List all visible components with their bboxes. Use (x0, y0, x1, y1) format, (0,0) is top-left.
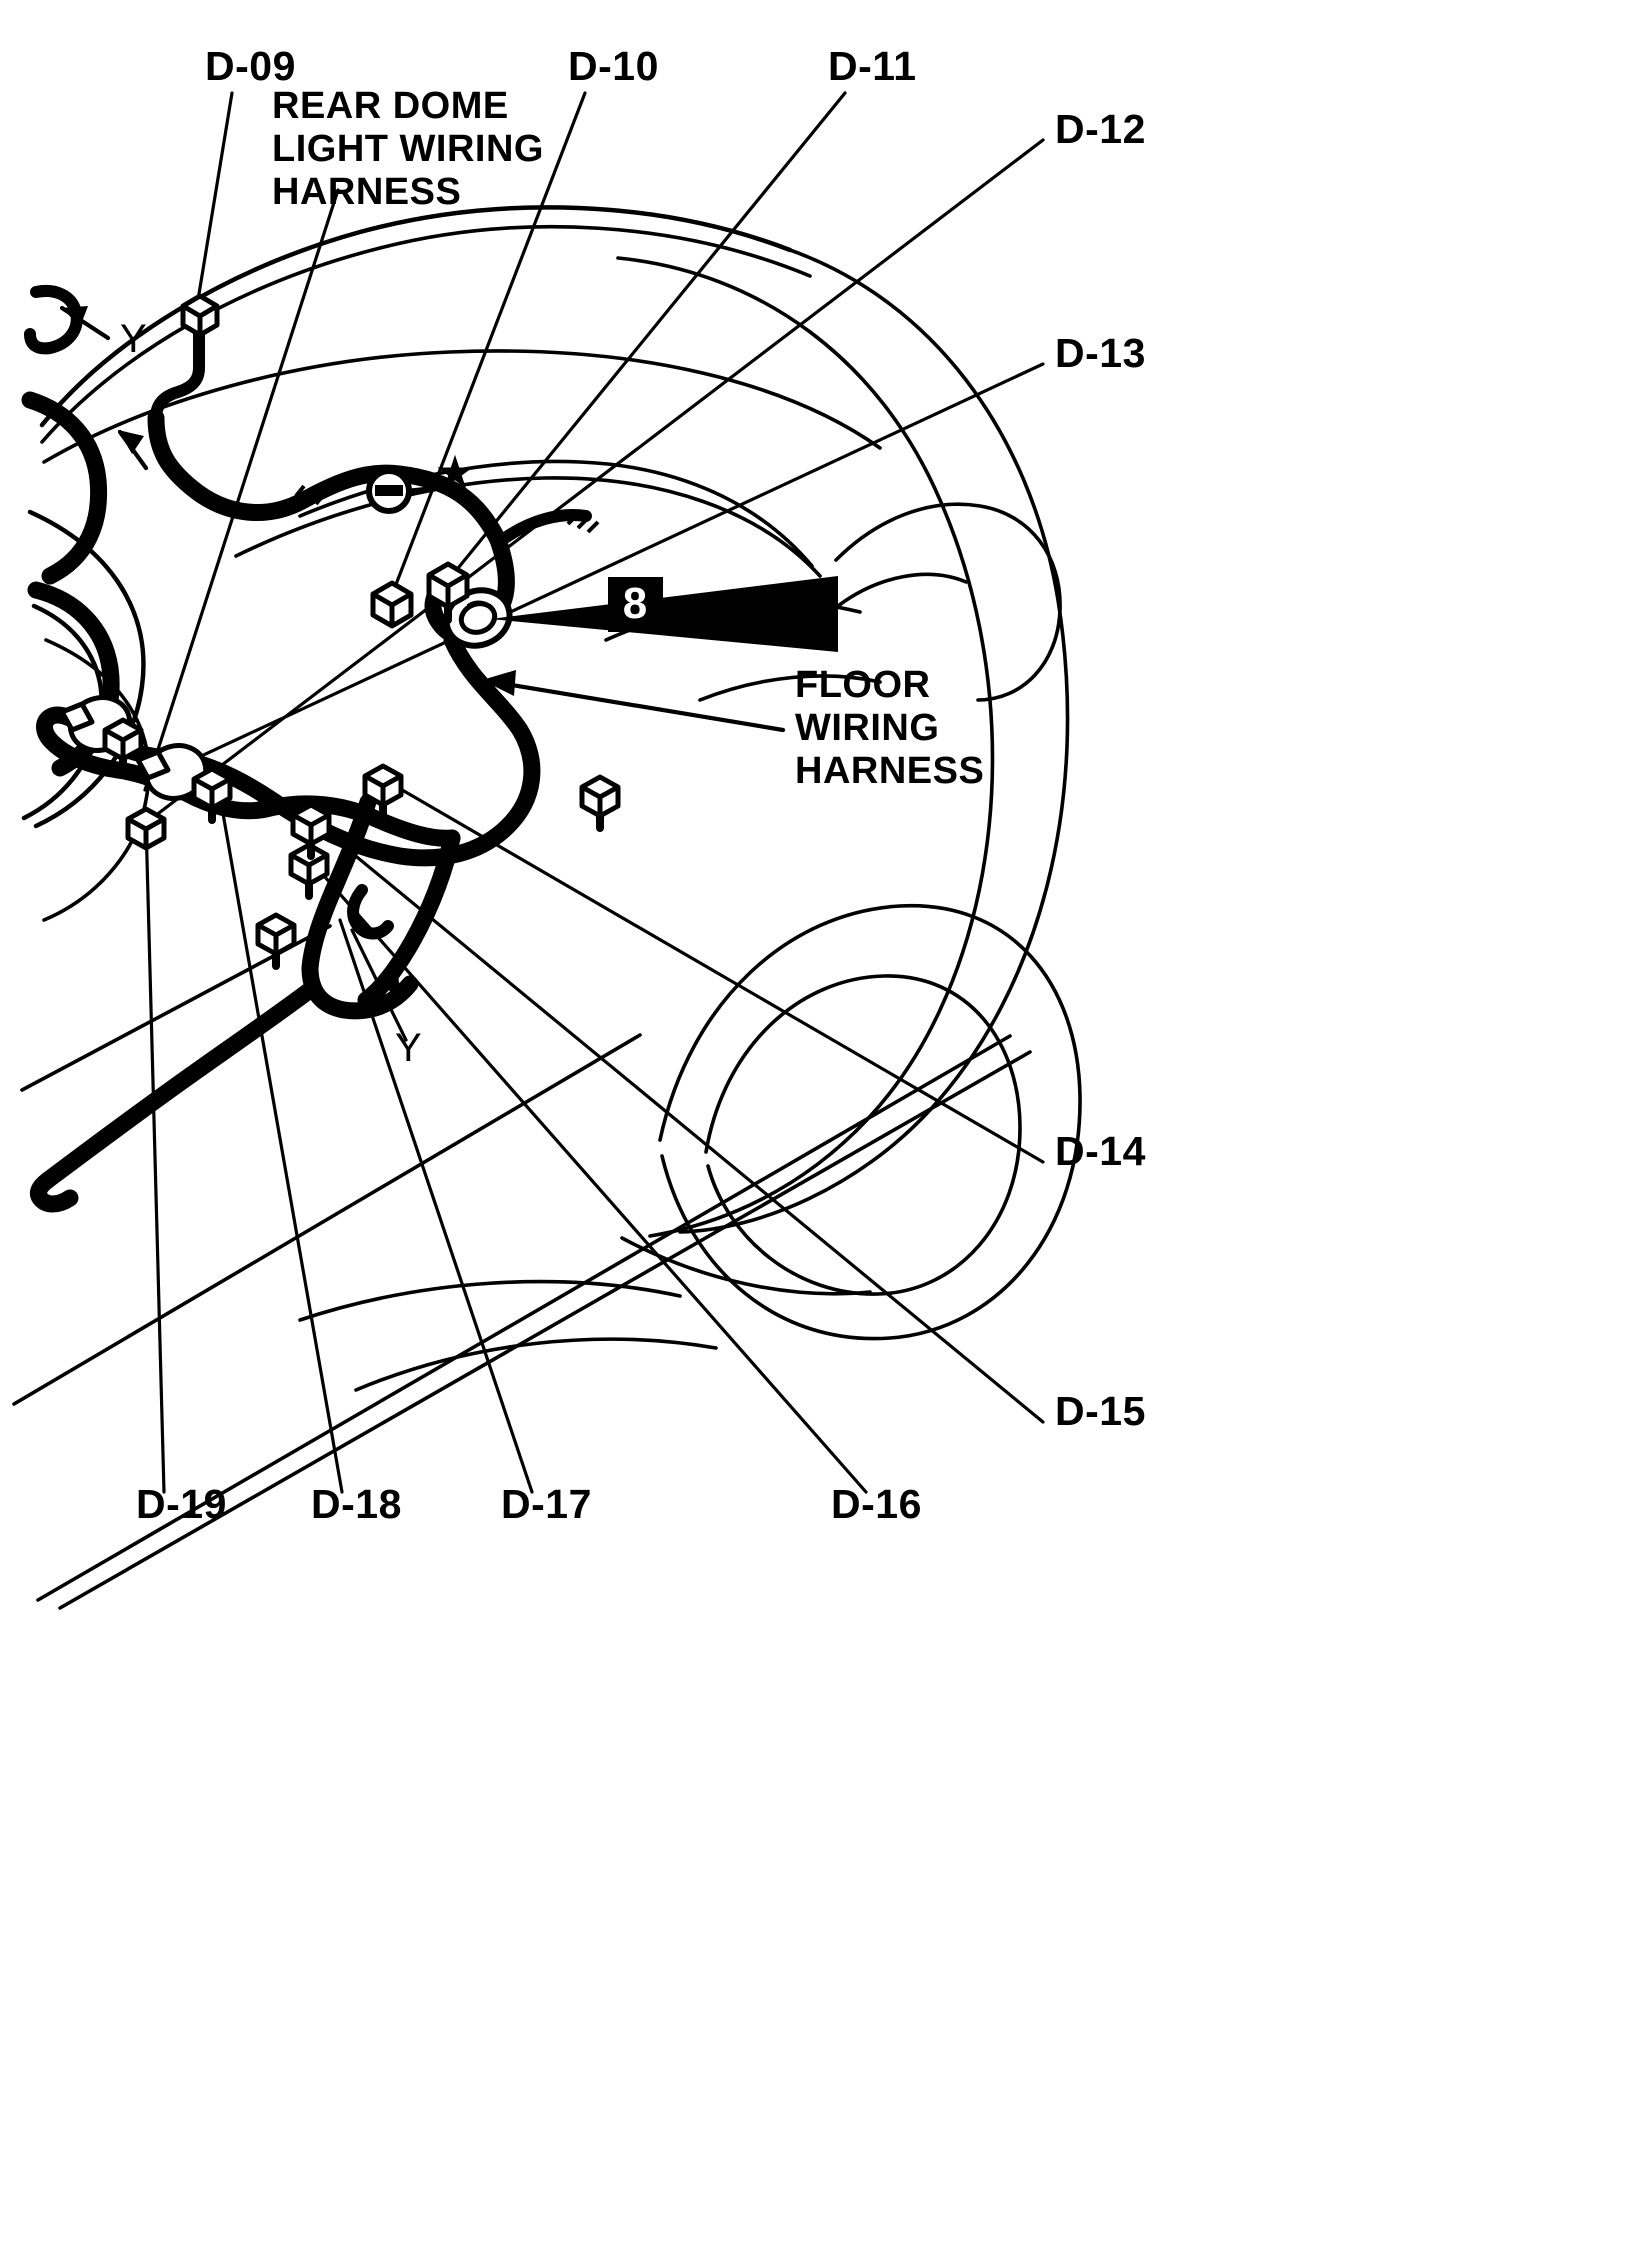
label-floor-harness-line1: FLOOR (795, 664, 930, 706)
callout-8-number: 8 (623, 579, 647, 628)
arrowhead-y-upper-2 (118, 430, 144, 454)
leader-floor-harness (497, 680, 786, 733)
star-icon: ★ (434, 446, 475, 498)
label-d09: D-09 (205, 43, 296, 89)
harness-hook-y (24, 285, 83, 355)
connector-cube-d13 (102, 717, 144, 762)
harness-branch-down-1 (301, 793, 377, 977)
vehicle-body-outlines (12, 205, 1082, 1610)
label-d10: D-10 (568, 43, 659, 89)
harness-sill-end-hook (29, 1171, 79, 1213)
leader-d10 (388, 91, 587, 602)
harness-trunk-center (159, 631, 541, 867)
label-d17: D-17 (501, 1481, 592, 1527)
label-d13: D-13 (1055, 330, 1146, 376)
connector-cube-d15 (290, 802, 332, 847)
leader-d09 (196, 91, 234, 302)
connector-cube-d12 (579, 774, 621, 819)
leader-d16 (308, 858, 868, 1494)
connector-cube-d09 (180, 293, 220, 338)
connector-stubs (119, 603, 604, 970)
tape-hatch-marks (294, 484, 600, 534)
leader-d11 (448, 91, 847, 580)
label-y-lower: Y (395, 1026, 422, 1070)
grommets (366, 468, 513, 649)
label-d12: D-12 (1055, 106, 1146, 152)
arrowhead-floor-harness (482, 670, 516, 696)
label-rear-dome-line3: HARNESS (272, 171, 461, 213)
label-d19: D-19 (136, 1481, 227, 1527)
label-d15: D-15 (1055, 1388, 1146, 1434)
harness-sill-diagonal (39, 981, 319, 1189)
callout-8-wedge (490, 576, 838, 652)
label-d18: D-18 (311, 1481, 402, 1527)
harness-left-curve-1 (21, 391, 108, 585)
harness-small-loop-a (347, 884, 394, 940)
harness-small-loop-b (386, 952, 406, 1000)
bulb-socket-2 (135, 743, 209, 801)
callout-8: 8 (490, 576, 838, 652)
label-floor-harness-line2: WIRING (795, 707, 939, 749)
leader-d15 (310, 818, 1045, 1424)
leader-d13 (180, 362, 1045, 767)
label-floor-harness-line3: HARNESS (795, 750, 984, 792)
label-d14: D-14 (1055, 1128, 1146, 1174)
harness-dome-upper (150, 319, 205, 424)
leader-d19 (144, 820, 166, 1494)
label-rear-dome-line1: REAR DOME (272, 85, 509, 127)
connector-cube-d10 (370, 580, 414, 629)
text-labels: D-09 D-10 D-11 D-12 D-13 D-14 D-15 D-16 … (120, 43, 1146, 1527)
harness-to-right-cluster (261, 795, 461, 847)
label-d16: D-16 (831, 1481, 922, 1527)
leader-d18 (216, 783, 344, 1494)
harness-dome-main (147, 409, 507, 549)
connector-cube-d14 (362, 763, 404, 808)
harness-routing (21, 285, 592, 1213)
leader-rear-dome-harness (143, 188, 340, 792)
connector-cube-d19 (125, 806, 167, 851)
callout-8-box (608, 577, 663, 632)
connector-cube-d11 (426, 561, 470, 610)
label-d11: D-11 (828, 43, 917, 89)
grommet-star (366, 468, 412, 514)
connector-cube-d17 (255, 912, 297, 957)
label-rear-dome-line2: LIGHT WIRING (272, 128, 544, 170)
harness-vertical-trunk (357, 829, 461, 1009)
label-y-upper: Y (120, 317, 147, 361)
connector-cube-d18 (191, 766, 233, 811)
